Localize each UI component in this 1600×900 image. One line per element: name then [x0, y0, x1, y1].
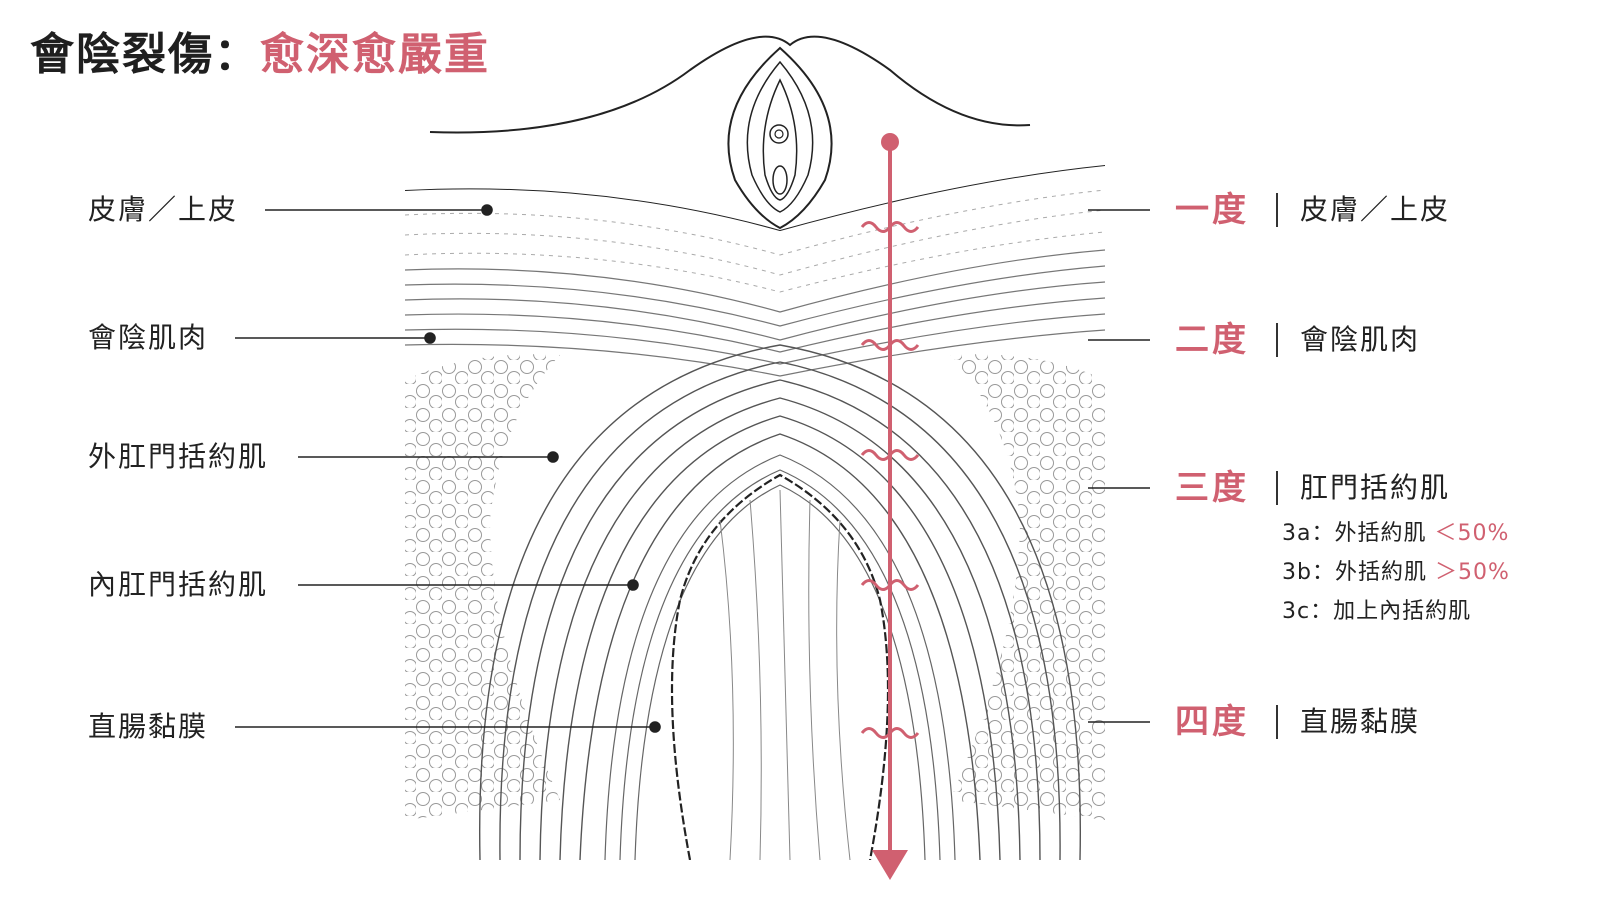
- degree-1: 一度: [1175, 190, 1249, 230]
- separator-3: [1276, 471, 1278, 505]
- degree-3-layer: 肛門括約肌: [1300, 471, 1451, 504]
- degree-2-layer: 會陰肌肉: [1300, 323, 1421, 356]
- degree-4-layer: 直腸黏膜: [1300, 705, 1421, 738]
- title-main: 會陰裂傷：: [30, 29, 260, 80]
- tear-depth-arrow: [860, 133, 920, 880]
- separator-1: [1276, 193, 1278, 227]
- title-emphasis: 愈深愈嚴重: [260, 29, 490, 80]
- degree-3a: 3a：外括約肌 ＜50%: [1282, 523, 1509, 545]
- vulva-outline: [429, 35, 1031, 230]
- label-internal-anal-sphincter: 內肛門括約肌: [88, 568, 269, 601]
- degree-3b-pct: ＞50%: [1434, 560, 1510, 585]
- degree-3c-code: 3c：加上內括約肌: [1282, 599, 1472, 624]
- page-title: 會陰裂傷：愈深愈嚴重: [30, 18, 490, 82]
- degree-2: 二度: [1175, 320, 1249, 360]
- degree-4: 四度: [1175, 702, 1249, 742]
- label-external-anal-sphincter: 外肛門括約肌: [88, 440, 269, 473]
- degree-3b-code: 3b：外括約肌: [1282, 560, 1427, 585]
- degree-3c: 3c：加上內括約肌: [1282, 601, 1471, 623]
- label-skin: 皮膚／上皮: [88, 193, 239, 226]
- degree-3a-code: 3a：外括約肌: [1282, 521, 1427, 546]
- label-perineal-muscle: 會陰肌肉: [88, 321, 209, 354]
- left-leader-lines: [235, 204, 661, 733]
- degree-3b: 3b：外括約肌 ＞50%: [1282, 562, 1510, 584]
- separator-2: [1276, 323, 1278, 357]
- separator-4: [1276, 705, 1278, 739]
- degree-1-layer: 皮膚／上皮: [1300, 193, 1451, 226]
- right-leader-lines: [1088, 209, 1150, 723]
- label-rectal-mucosa: 直腸黏膜: [88, 710, 209, 743]
- degree-3a-pct: ＜50%: [1434, 521, 1510, 546]
- degree-3: 三度: [1175, 468, 1249, 508]
